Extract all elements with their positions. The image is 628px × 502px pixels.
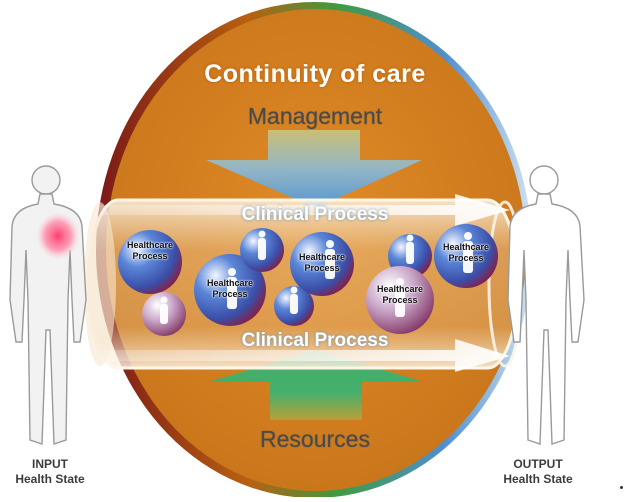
upper-clinical-process-label: Clinical Process — [241, 204, 389, 225]
management-arrow — [206, 130, 422, 208]
input-health-state-label: INPUT Health State — [15, 457, 85, 486]
lower-channel-arrow — [100, 339, 510, 372]
healthcare-process-label-4: Healthcare Process — [376, 284, 424, 305]
input-person-figure — [9, 165, 87, 445]
healthcare-process-label-5: Healthcare Process — [442, 242, 490, 263]
input-heart-highlight — [36, 212, 80, 260]
management-label: Management — [247, 103, 383, 129]
patient-figures — [160, 230, 473, 324]
lower-clinical-process-label: Clinical Process — [241, 330, 389, 351]
diagram-title: Continuity of care — [204, 60, 426, 88]
corner-dot — [620, 486, 623, 489]
output-health-state-label: OUTPUT Health State — [503, 457, 573, 486]
upper-channel-arrow — [100, 194, 510, 226]
sphere-6 — [290, 232, 354, 296]
healthcare-process-label-3: Healthcare Process — [298, 252, 346, 273]
resources-label: Resources — [260, 426, 370, 452]
sphere-1 — [118, 230, 182, 294]
healthcare-process-label-1: Healthcare Process — [126, 240, 174, 261]
output-person-figure — [507, 165, 585, 445]
healthcare-process-label-2: Healthcare Process — [206, 278, 254, 299]
